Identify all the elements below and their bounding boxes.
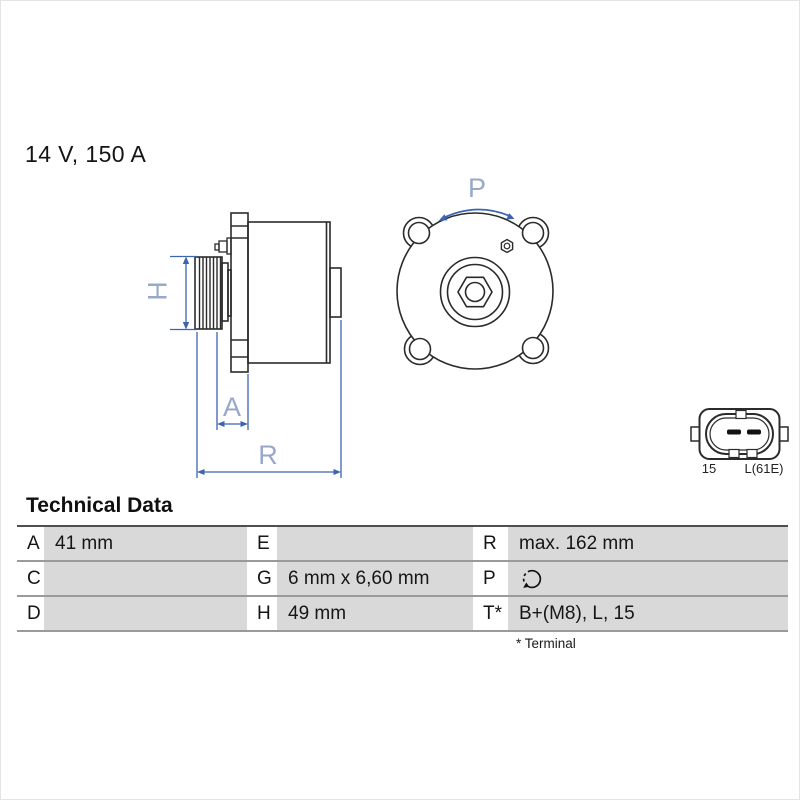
- cell-key: E: [247, 527, 277, 560]
- table-heading: Technical Data: [26, 494, 173, 517]
- terminal-bolt: [214, 237, 232, 255]
- cell-value: B+(M8), L, 15: [508, 597, 788, 630]
- table-row: A 41 mm E R max. 162 mm: [17, 527, 788, 562]
- cell-value: 6 mm x 6,60 mm: [277, 562, 473, 595]
- cell-key: A: [17, 527, 44, 560]
- dimension-lines: [170, 255, 342, 478]
- dim-label-r: R: [258, 440, 278, 470]
- cell-value: [277, 527, 473, 560]
- cell-key: G: [247, 562, 277, 595]
- mount-hole: [521, 336, 545, 360]
- table-footnote: * Terminal: [516, 636, 576, 651]
- alternator-side-view: [194, 212, 342, 373]
- technical-data-section: Technical Data A 41 mm E R max. 162 mm C…: [17, 494, 788, 651]
- rear-boss: [329, 267, 342, 318]
- cell-value: [508, 562, 788, 595]
- connector-label-15: 15: [702, 461, 716, 476]
- dim-label-h: H: [142, 281, 172, 301]
- front-bracket: [230, 212, 249, 373]
- rotation-arc-arrowheads: [438, 213, 515, 221]
- table-top-rule: [17, 525, 788, 527]
- mount-hole: [407, 221, 431, 245]
- rotation-direction-icon: [522, 569, 542, 589]
- mount-hole: [408, 337, 432, 361]
- cell-key: R: [473, 527, 508, 560]
- connector-notch-bottom: [728, 448, 740, 459]
- dim-r-extensions: [196, 320, 342, 478]
- cell-value: [44, 597, 247, 630]
- cell-key: H: [247, 597, 277, 630]
- cell-value: 49 mm: [277, 597, 473, 630]
- alternator-front-view: [396, 212, 554, 370]
- cell-value: max. 162 mm: [508, 527, 788, 560]
- connector-notch-bottom: [746, 448, 758, 459]
- connector-diagram: [690, 408, 789, 460]
- dim-label-a: A: [223, 392, 241, 422]
- connector-notch-top: [735, 409, 747, 420]
- cell-key: D: [17, 597, 44, 630]
- table-row: D H 49 mm T* B+(M8), L, 15: [17, 597, 788, 632]
- table-row: C G 6 mm x 6,60 mm P: [17, 562, 788, 597]
- mount-hole: [521, 221, 545, 245]
- cell-value: [44, 562, 247, 595]
- technical-drawing: H A R P 15 L(61E): [142, 173, 789, 478]
- cell-key: P: [473, 562, 508, 595]
- cell-value: 41 mm: [44, 527, 247, 560]
- connector-label-l61e: L(61E): [744, 461, 783, 476]
- cell-key: T*: [473, 597, 508, 630]
- cell-key: C: [17, 562, 44, 595]
- small-nut-hole: [503, 242, 511, 250]
- front-bracket-lines: [231, 225, 248, 358]
- shaft-spacer: [221, 262, 229, 322]
- dim-h-extensions: [170, 255, 197, 331]
- connector-pin: [747, 429, 761, 435]
- pulley-ribs: [198, 257, 222, 329]
- rotation-arc-arrow: [440, 208, 513, 220]
- connector-pin: [727, 429, 741, 435]
- dim-a-extensions: [216, 332, 249, 430]
- dim-label-p: P: [468, 173, 486, 203]
- shaft-center: [464, 281, 486, 303]
- product-spec-title: 14 V, 150 A: [25, 141, 147, 167]
- dimension-arrowheads: [182, 256, 341, 475]
- alternator-body: [247, 221, 331, 364]
